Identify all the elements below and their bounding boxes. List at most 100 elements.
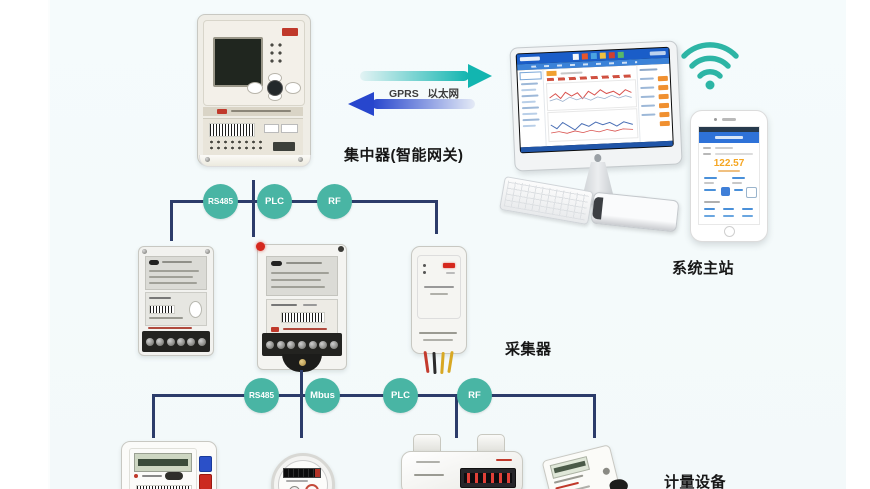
screw [142, 249, 147, 254]
module-body [411, 246, 467, 354]
gas-meter [401, 434, 523, 489]
stat-bar [704, 208, 715, 210]
meter-barcode [281, 312, 325, 323]
text-bar [703, 147, 711, 149]
collector-module [411, 246, 467, 376]
red-button [282, 28, 298, 36]
terminal-block [262, 333, 342, 356]
master-station-label: 系统主站 [672, 260, 735, 277]
text-bar [732, 182, 742, 184]
action-button [746, 187, 757, 198]
uplink-arrow-icon [360, 64, 492, 88]
text-bar [271, 279, 321, 281]
screw [205, 157, 210, 162]
text-bar [424, 286, 454, 288]
orange-button [658, 93, 669, 100]
lcd-digits [553, 460, 586, 474]
list-bar [640, 86, 655, 90]
text-bar [149, 276, 193, 278]
red-led [443, 263, 455, 268]
list-bar [639, 68, 658, 72]
toolbar-icon [599, 52, 606, 59]
action-button [721, 187, 730, 196]
protocol-badge-plc-2: PLC [383, 378, 418, 413]
line-chart [550, 121, 634, 134]
collector-meter-a [138, 246, 214, 356]
brand-logo-mark [217, 109, 227, 114]
nav-pad [247, 73, 301, 101]
phone-screen: 122.57 [698, 126, 760, 225]
pulse-led [134, 474, 138, 478]
gas-register [460, 468, 516, 488]
text-bar [718, 170, 740, 172]
collector-label: 采集器 [505, 341, 552, 358]
list-bar [640, 95, 655, 99]
gas-meter-body [401, 451, 523, 489]
register-digits [283, 468, 321, 478]
filter-bar [560, 71, 583, 75]
sidebar-item [521, 88, 537, 92]
sidebar-item [520, 82, 539, 86]
blue-button [199, 456, 212, 472]
register-digits [464, 473, 512, 483]
brand-text-bar [231, 110, 291, 112]
orange-button [658, 102, 670, 109]
sub-dial-red [305, 484, 319, 489]
stat-bar [723, 208, 734, 210]
text-bar [423, 339, 453, 341]
concentrator-barcode [209, 123, 255, 137]
tier2-bus-drop-4 [593, 394, 596, 438]
orange-button [659, 111, 670, 118]
nav-right-key [285, 82, 301, 94]
text-bar [286, 480, 308, 482]
seal-button [189, 301, 202, 318]
text-bar [271, 304, 297, 306]
red-led [256, 242, 265, 251]
red-text-bar [283, 328, 327, 330]
dashboard-body [517, 63, 673, 148]
stat-bar [734, 189, 743, 191]
water-meter [271, 453, 335, 489]
keypad-dot-grid [208, 139, 264, 152]
toolbar-icon [572, 53, 579, 60]
protocol-badge-rf-2: RF [457, 378, 492, 413]
protocol-badge-mbus: Mbus [305, 378, 340, 413]
model-mark [165, 472, 183, 480]
list-bar [639, 77, 654, 81]
terminal-arc-cover [282, 354, 322, 372]
spec-plate [145, 256, 207, 290]
orange-button [658, 84, 669, 91]
concentrator-skirt [199, 155, 311, 167]
apple-logo-icon [594, 153, 602, 163]
brand-band [203, 107, 303, 116]
text-bar [271, 286, 325, 288]
concentrator-lcd [213, 37, 263, 87]
spec-plate [266, 256, 338, 296]
smartphone: 122.57 [690, 110, 768, 242]
line-chart [549, 89, 632, 102]
toolbar-icon [590, 52, 597, 60]
app-header [699, 132, 759, 143]
app-content: 122.57 [699, 143, 759, 223]
wire-yellow [440, 351, 445, 375]
decimal-digit [315, 469, 320, 477]
nav-center-key [267, 80, 283, 96]
text-bar [416, 461, 440, 463]
text-bar [286, 262, 322, 264]
nav-left-key [247, 82, 263, 94]
dashboard-rightcol [636, 63, 673, 143]
tier2-bus-drop-3 [455, 394, 458, 438]
seal-screw [299, 359, 306, 366]
status-bar [699, 127, 759, 132]
sidebar-item [521, 100, 536, 104]
list-bar [641, 113, 656, 117]
toolbar-icon [608, 52, 615, 59]
phone-reading-value: 122.57 [713, 158, 745, 169]
text-bar [446, 272, 455, 274]
app-logo-bar [519, 56, 540, 62]
tier1-bus-right-drop [435, 200, 438, 234]
name-plate [266, 299, 338, 337]
meter-face [129, 448, 197, 489]
text-bar [271, 272, 329, 274]
wire-black [432, 351, 437, 375]
